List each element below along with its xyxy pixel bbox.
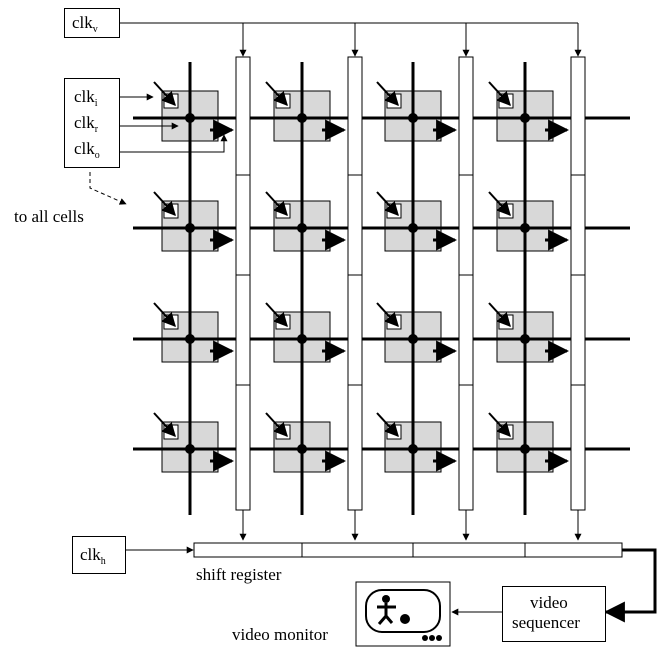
wire-junction [408, 113, 418, 123]
figure-leg-icon [384, 615, 394, 624]
video-sequencer-line1: video [530, 593, 568, 612]
wire-junction [408, 223, 418, 233]
column-registers [235, 23, 586, 541]
light-ray-icon [153, 81, 176, 107]
wire-junction [185, 444, 195, 454]
clk-v-sub: v [92, 24, 98, 35]
shift-register [193, 542, 623, 558]
light-ray-icon [265, 191, 288, 217]
monitor-knob-icon [436, 635, 442, 641]
light-ray-icon [153, 302, 176, 328]
monitor-knob-icon [429, 635, 435, 641]
wire-junction [408, 444, 418, 454]
clk-i-sub: i [94, 98, 98, 109]
wire-junction [520, 223, 530, 233]
shift-register-label: shift register [196, 565, 282, 584]
light-ray-icon [488, 191, 511, 217]
light-ray-icon [376, 81, 399, 107]
clk-h-base: clk [80, 545, 101, 564]
column-register [458, 56, 474, 511]
wire-junction [185, 113, 195, 123]
video-monitor-label: video monitor [232, 625, 328, 644]
light-ray-icon [265, 81, 288, 107]
light-ray-icon [153, 412, 176, 438]
peripheral-wiring [89, 22, 657, 647]
light-ray-icon [265, 302, 288, 328]
wire-junction [297, 223, 307, 233]
clk-h-box [72, 536, 126, 574]
figure-head-icon [382, 595, 390, 603]
to-all-cells-label: to all cells [14, 207, 84, 226]
monitor-screen [365, 589, 441, 633]
clk-h-sub: h [100, 556, 106, 567]
clk-i-label: clki [74, 88, 98, 109]
column-register [235, 56, 251, 511]
light-ray-icon [488, 302, 511, 328]
clk-o-arrow [118, 134, 228, 153]
clk-v-base: clk [72, 13, 93, 32]
wire-junction [297, 334, 307, 344]
column-register [570, 56, 586, 511]
ball-icon [400, 614, 410, 624]
clk-r-base: clk [74, 113, 95, 132]
wire-junction [185, 334, 195, 344]
clk-group-box [64, 78, 120, 168]
monitor-knob-icon [422, 635, 428, 641]
clk-r-sub: r [94, 124, 99, 135]
grid-wires [133, 62, 630, 515]
light-ray-icon [376, 302, 399, 328]
wire-junction [408, 334, 418, 344]
video-sequencer-box [502, 586, 606, 642]
column-register [347, 56, 363, 511]
video-sequencer-line2: sequencer [512, 613, 580, 632]
light-ray-icon [265, 412, 288, 438]
light-ray-icon [376, 191, 399, 217]
light-ray-icon [488, 412, 511, 438]
video-data-arrow [603, 548, 657, 623]
light-ray-icon [153, 191, 176, 217]
wire-junction [297, 113, 307, 123]
wire-junction [185, 223, 195, 233]
to-all-cells-arrow [89, 172, 127, 205]
clk-o-label: clko [74, 140, 100, 161]
figure-leg-icon [377, 615, 388, 625]
clk-h-label: clkh [80, 546, 106, 567]
clk-v-box [64, 8, 120, 38]
wire-junction [297, 444, 307, 454]
wire-junction [520, 334, 530, 344]
light-ray-icon [376, 412, 399, 438]
clk-o-base: clk [74, 139, 95, 158]
wire-junction [520, 113, 530, 123]
clk-v-label: clkv [72, 14, 98, 35]
wire-junction [520, 444, 530, 454]
clk-r-label: clkr [74, 114, 98, 135]
clk-o-sub: o [94, 150, 100, 161]
clk-i-base: clk [74, 87, 95, 106]
light-ray-icon [488, 81, 511, 107]
